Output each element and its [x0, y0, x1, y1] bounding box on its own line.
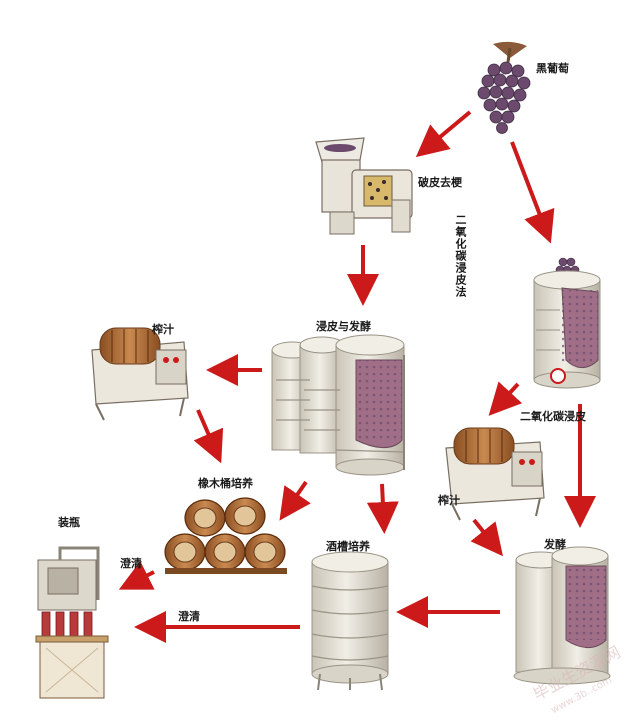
carbonic-tank-illustration	[533, 257, 601, 389]
flow-arrows	[118, 110, 596, 643]
label-black-grapes: 黑葡萄	[536, 62, 569, 75]
label-crush-destem: 破皮去梗	[418, 176, 462, 189]
grape-bunch-illustration	[477, 41, 531, 134]
fermentation-tanks-illustration	[513, 546, 611, 685]
arrow-press-right-to-fermentation	[470, 518, 503, 557]
arrow-grapes-to-crusher	[415, 110, 472, 158]
label-carbonic-maceration-method: 二氧化碳浸皮法	[454, 214, 467, 298]
label-maceration-fermentation: 浸皮与发酵	[316, 320, 371, 333]
label-press-left: 榨汁	[152, 323, 174, 336]
aging-tank-illustration	[311, 551, 389, 691]
press-left-illustration	[91, 327, 189, 421]
arrow-barrels-to-bottling	[118, 560, 155, 590]
oak-barrels-illustration	[164, 497, 287, 574]
label-clarify-upper: 澄清	[120, 557, 142, 570]
label-bottling: 装瓶	[58, 516, 80, 529]
label-clarify-lower: 澄清	[178, 610, 200, 623]
label-press-right: 榨汁	[438, 494, 460, 507]
arrow-press-left-to-barrels	[193, 409, 224, 464]
arrow-tanks-to-aging-tank	[366, 483, 399, 534]
press-right-illustration	[445, 427, 545, 521]
label-fermentation: 发酵	[544, 538, 566, 551]
arrow-carbonic-to-press-right	[488, 381, 523, 416]
bottling-machine-illustration	[35, 546, 109, 699]
arrow-tanks-to-barrels	[279, 480, 311, 521]
label-tank-aging: 酒槽培养	[326, 540, 370, 553]
arrow-grapes-to-carbonic-tank	[510, 141, 555, 244]
maceration-tanks-illustration	[271, 334, 405, 476]
crusher-destemmer-illustration	[315, 137, 413, 235]
label-oak-aging: 橡木桶培养	[198, 477, 253, 490]
label-carbonic-maceration: 二氧化碳浸皮	[520, 410, 586, 423]
